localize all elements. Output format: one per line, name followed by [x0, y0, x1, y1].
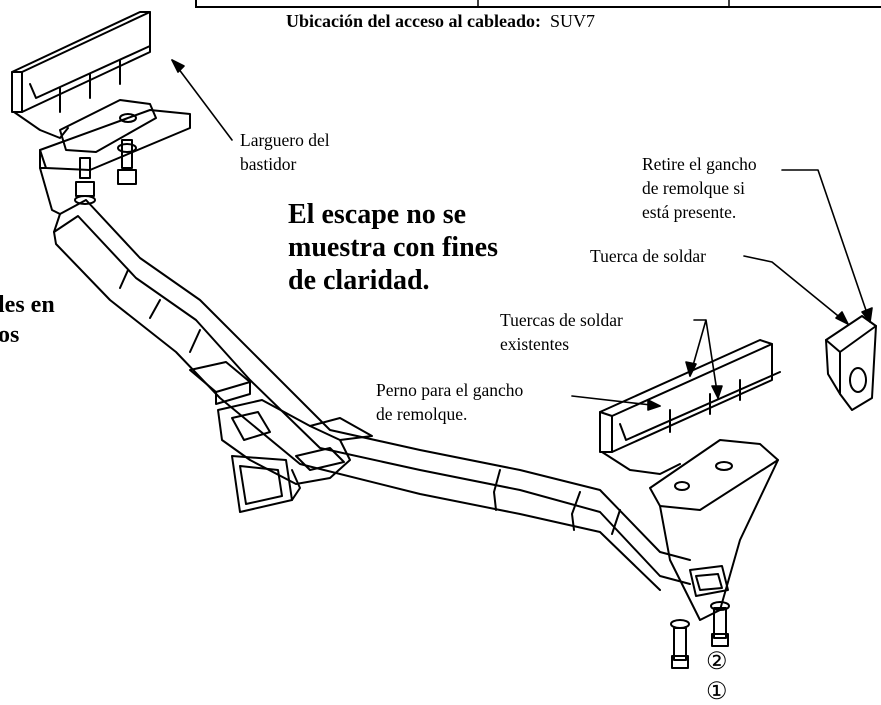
label-frame-rail: Larguero del bastidor: [240, 130, 330, 174]
exhaust-note: El escape no se muestra con fines de cla…: [288, 199, 498, 296]
callout-one: ①: [706, 679, 728, 705]
center-plate: [189, 361, 251, 405]
label-existing-weld-nuts: Tuercas de soldar existentes: [500, 310, 623, 354]
wiring-caption-label: Ubicación del acceso al cableado:: [286, 11, 541, 31]
leader-lines: [171, 59, 873, 411]
tow-hook: [825, 315, 877, 411]
wiring-caption-value: SUV7: [549, 11, 595, 31]
right-bracket: [649, 439, 779, 621]
callout-two: ②: [706, 649, 728, 675]
left-frame-rail: [11, 11, 151, 139]
label-weld-nut: Tuerca de soldar: [590, 246, 706, 266]
left-bolts: [74, 139, 137, 205]
table-border: [0, 0, 881, 8]
cross-tube: [53, 199, 691, 591]
left-bracket: [39, 99, 191, 215]
table-border-lines: [195, 0, 881, 8]
right-frame-rail: [599, 339, 781, 475]
cut-off-note: les en os: [0, 292, 55, 348]
receiver-assembly: [217, 399, 373, 513]
right-bolts: [670, 601, 730, 669]
label-tow-hook-bolt: Perno para el gancho de remolque.: [376, 380, 524, 424]
wiring-caption: Ubicación del acceso al cableado: SUV7: [0, 11, 881, 32]
label-remove-tow-hook: Retire el gancho de remolque si está pre…: [642, 154, 757, 222]
